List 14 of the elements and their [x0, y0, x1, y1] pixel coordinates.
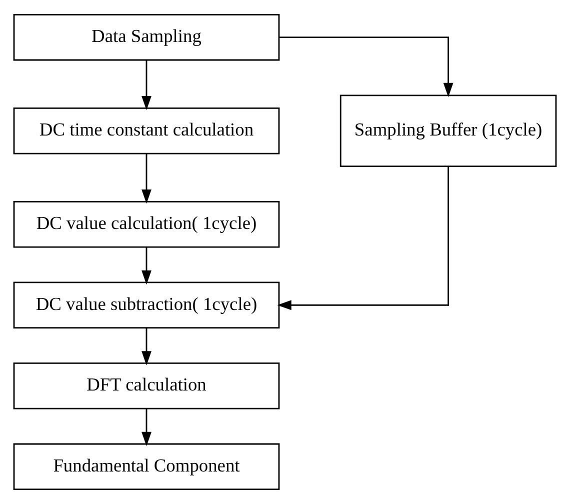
node-box: DFT calculation [13, 362, 280, 410]
node-box: Data Sampling [13, 14, 280, 61]
arrow [142, 408, 152, 446]
arrow [142, 328, 152, 366]
arrow [142, 247, 152, 285]
arrow [277, 166, 449, 310]
node-box: Sampling Buffer (1cycle) [340, 94, 557, 167]
node-box: DC time constant calculation [13, 107, 280, 154]
node-box: DC value calculation( 1cycle) [13, 201, 280, 248]
arrow [142, 60, 152, 110]
arrow [142, 154, 152, 204]
arrow [279, 36, 454, 98]
node-box: Fundamental Component [13, 443, 280, 490]
node-box: DC value subtraction( 1cycle) [13, 282, 280, 329]
